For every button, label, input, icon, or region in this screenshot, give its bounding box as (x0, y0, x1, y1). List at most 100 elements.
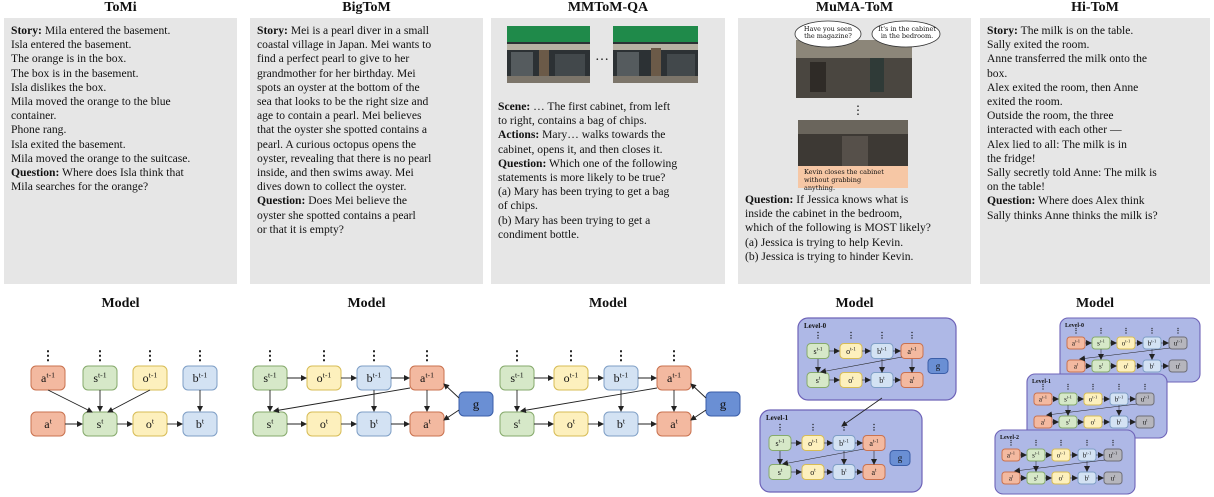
story-text: Story: The milk is on the table.Sally ex… (987, 24, 1205, 223)
svg-text:ot-1: ot-1 (808, 439, 818, 448)
story-line: Story: Mila entered the basement. (11, 24, 171, 37)
svg-text:st-1: st-1 (814, 347, 823, 356)
video-frame-2 (613, 26, 698, 83)
svg-text:at-1: at-1 (1007, 451, 1015, 460)
node-o-prev: ot-1 (839, 343, 863, 359)
vdots: ⋮ (668, 348, 681, 363)
column-title: Hi-ToM (1071, 0, 1119, 15)
story-line: Phone rang. (11, 123, 67, 137)
node-o: ot (1116, 359, 1136, 373)
edge (782, 448, 865, 467)
node-b: bt (870, 372, 894, 388)
story-line: statements is more likely to be true? (498, 171, 666, 185)
node-b-prev: bt-1 (870, 343, 894, 359)
node-s: st (768, 464, 792, 480)
vdots: ⋮ (368, 348, 381, 363)
edge (443, 383, 460, 399)
svg-text:bt: bt (196, 416, 205, 431)
vdots: ⋮ (814, 331, 822, 340)
story-line: Mila moved the orange to the blue (11, 95, 171, 109)
story-line: or that it is empty? (257, 222, 344, 236)
svg-text:bt-1: bt-1 (1148, 339, 1157, 348)
node-a: at (1066, 359, 1086, 373)
story-line: oyster she spotted contains a pearl (257, 208, 416, 222)
node-g: g (927, 358, 949, 374)
svg-text:ot-1: ot-1 (143, 370, 158, 385)
node-s-prev: st-1 (806, 343, 830, 359)
svg-text:st-1: st-1 (1064, 395, 1072, 404)
node-b: bt (356, 411, 392, 437)
svg-text:at: at (44, 416, 52, 431)
node-s-prev: st-1 (499, 365, 535, 391)
svg-text:at-1: at-1 (41, 370, 55, 385)
story-line: the fridge! (987, 151, 1036, 165)
node-o-prev: ot-1 (1083, 392, 1103, 406)
story-text: Story: Mila entered the basement.Isla en… (11, 24, 232, 194)
svg-text:bt: bt (370, 416, 379, 431)
vdots: ⋮ (1149, 327, 1156, 335)
node-a-prev: at-1 (862, 435, 886, 451)
svg-text:g: g (720, 397, 727, 412)
node-b: bt (603, 411, 639, 437)
story-line: on the table! (987, 180, 1045, 194)
svg-text:ot: ot (848, 376, 854, 385)
level-box (1059, 317, 1201, 383)
story-panel: Story: Mila entered the basement.Isla en… (4, 18, 237, 284)
story-line: exited the room. (987, 95, 1063, 109)
vdots: ⋮ (1073, 327, 1080, 335)
story-line: Mila moved the orange to the suitcase. (11, 151, 191, 165)
svg-text:at: at (670, 416, 678, 431)
node-b-prev: bt-1 (1109, 392, 1129, 406)
speech-bubble (794, 20, 862, 48)
vdots: ⋮ (1116, 383, 1123, 391)
svg-text:ot: ot (1059, 474, 1065, 483)
column-title: ToMi (104, 0, 137, 15)
scene-caption: Kevin closes the cabinet without grabbin… (804, 168, 884, 192)
svg-text:st-1: st-1 (93, 370, 106, 385)
vdots: ⋮ (42, 348, 55, 363)
svg-text:ot-1: ot-1 (1057, 451, 1066, 460)
story-line: Sally secretly told Anne: The milk is (987, 166, 1157, 180)
story-line: condiment bottle. (498, 227, 580, 241)
node-o-prev: ot-1 (801, 435, 825, 451)
svg-text:bt: bt (841, 468, 847, 477)
story-line: Outside the room, the three (987, 109, 1114, 123)
level-label: Level-2 (1000, 435, 1019, 441)
story-line: which of the following is MOST likely? (745, 221, 931, 235)
edge (107, 389, 151, 413)
story-line: Isla entered the basement. (11, 38, 132, 52)
story-line: box. (987, 66, 1008, 80)
edge (1079, 347, 1171, 362)
svg-text:ot: ot (146, 416, 155, 431)
story-line: cabinet, opens it, and then closes it. (498, 142, 663, 156)
node-u: ut (1103, 471, 1123, 485)
node-a: at (409, 411, 445, 437)
svg-text:bt-1: bt-1 (614, 370, 629, 385)
story-line: Scene: … The first cabinet, from left (498, 100, 671, 113)
story-line: Question: Where does Alex think (987, 194, 1145, 208)
svg-text:ot-1: ot-1 (846, 347, 856, 356)
svg-text:st: st (778, 468, 783, 477)
svg-text:at: at (1041, 418, 1046, 427)
story-line: Sally exited the room. (987, 38, 1090, 52)
svg-text:bt-1: bt-1 (839, 439, 849, 448)
svg-text:st: st (514, 416, 522, 431)
vdots: ⋮ (847, 331, 855, 340)
node-a: at (862, 464, 886, 480)
svg-text:bt-1: bt-1 (877, 347, 887, 356)
node-s: st (499, 411, 535, 437)
node-b: bt (182, 411, 218, 437)
node-o: ot (801, 464, 825, 480)
story-line: to right, contains a bag of chips. (498, 114, 647, 128)
story-line: spots an oyster at the bottom of the (257, 80, 420, 94)
svg-text:ot: ot (1091, 418, 1097, 427)
vdots: ⋮ (1123, 327, 1130, 335)
vdots: ⋮ (809, 423, 817, 432)
node-s-prev: st-1 (82, 365, 118, 391)
node-u: ut (1135, 415, 1155, 429)
node-a-prev: at-1 (1033, 392, 1053, 406)
story-line: The box is in the basement. (11, 66, 139, 80)
level-box (797, 317, 957, 401)
